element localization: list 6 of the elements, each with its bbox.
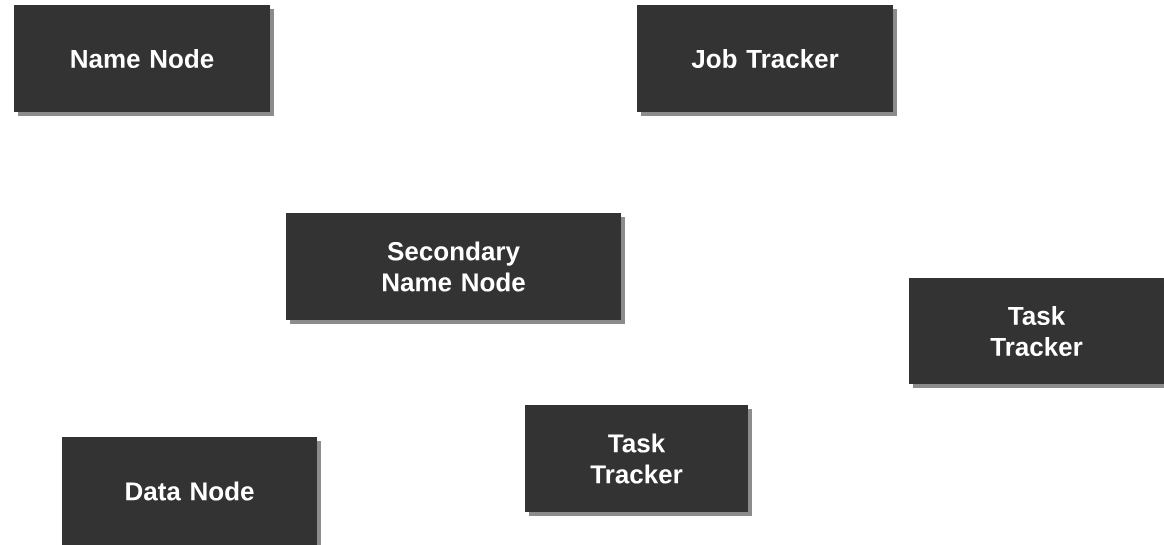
process-box: Task Tracker: [525, 405, 752, 516]
process-box: Name Node: [14, 5, 274, 116]
process-box: Task Tracker: [909, 278, 1164, 388]
process-box: Data Node: [62, 437, 321, 545]
process-box: Job Tracker: [637, 5, 897, 116]
process-box: Secondary Name Node: [286, 213, 625, 324]
